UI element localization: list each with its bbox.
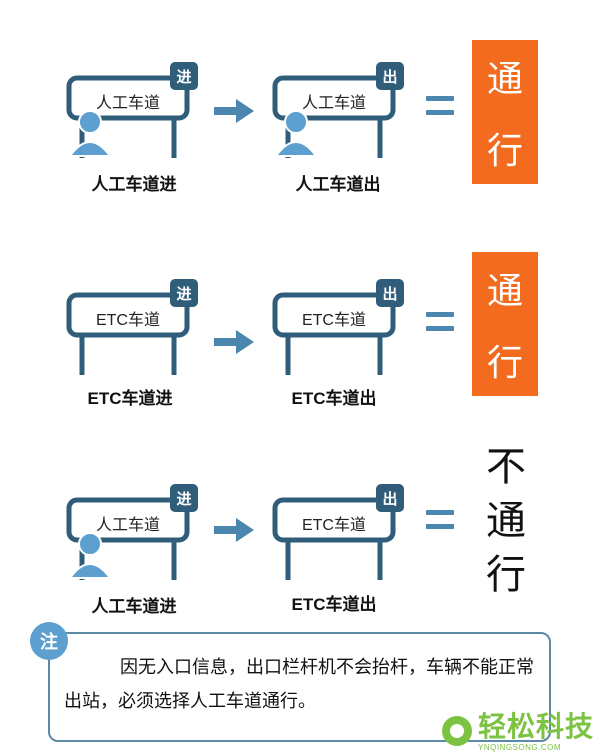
watermark: 轻松科技 YNQINGSONG.COM xyxy=(404,708,594,754)
equals-icon xyxy=(426,510,454,538)
result-no-pass: 不 通 行 xyxy=(476,440,536,602)
person-icon xyxy=(274,110,318,157)
entry-badge: 进 xyxy=(170,484,198,512)
arrow-right-icon xyxy=(214,518,254,542)
result-char: 不 xyxy=(486,445,526,489)
sign-frame-icon xyxy=(66,497,190,580)
exit-caption: 人工车道出 xyxy=(295,175,381,194)
exit-badge: 出 xyxy=(376,279,404,307)
entry-caption: 人工车道进 xyxy=(91,597,177,616)
entry-badge: 进 xyxy=(170,279,198,307)
arrow-right-icon xyxy=(214,330,254,354)
result-char: 通 xyxy=(486,58,523,99)
entry-caption: 人工车道进 xyxy=(91,175,177,194)
sign-label: 人工车道 xyxy=(95,517,160,534)
exit-sign: 人工车道 出 xyxy=(272,62,408,190)
watermark-text: 轻松科技 xyxy=(477,710,594,742)
sign-frame-icon xyxy=(66,75,190,158)
sign-label: ETC车道 xyxy=(301,517,366,534)
sign-label: 人工车道 xyxy=(95,95,160,112)
entry-sign: 人工车道 进 xyxy=(66,62,202,190)
watermark-sub: YNQINGSONG.COM xyxy=(477,742,561,752)
sign-frame-icon xyxy=(66,292,190,375)
entry-sign: ETC车道 进 xyxy=(66,279,202,407)
result-pass: 通 行 xyxy=(472,252,538,396)
exit-caption: ETC车道出 xyxy=(291,595,377,614)
exit-badge: 出 xyxy=(376,62,404,90)
exit-sign: ETC车道 出 xyxy=(272,484,408,612)
result-pass: 通 行 xyxy=(472,40,538,184)
note-badge: 注 xyxy=(30,622,68,660)
result-char: 行 xyxy=(486,553,526,597)
equals-icon xyxy=(426,96,454,124)
person-icon xyxy=(68,532,112,579)
entry-sign: 人工车道 进 xyxy=(66,484,202,612)
entry-caption: ETC车道进 xyxy=(87,389,173,408)
result-char: 行 xyxy=(486,342,523,383)
result-char: 行 xyxy=(486,130,523,171)
exit-badge: 出 xyxy=(376,484,404,512)
exit-sign: ETC车道 出 xyxy=(272,279,408,407)
sign-label: ETC车道 xyxy=(95,312,160,329)
leaf-logo-icon xyxy=(441,716,472,746)
equals-icon xyxy=(426,312,454,340)
entry-badge: 进 xyxy=(170,62,198,90)
arrow-right-icon xyxy=(214,99,254,123)
person-icon xyxy=(68,110,112,157)
sign-frame-icon xyxy=(272,497,396,580)
sign-label: 人工车道 xyxy=(301,95,366,112)
result-char: 通 xyxy=(486,499,526,543)
exit-caption: ETC车道出 xyxy=(291,389,377,408)
sign-label: ETC车道 xyxy=(301,312,366,329)
note-text: 因无入口信息，出口栏杆机不会抬杆，车辆不能正常出站，必须选择人工车道通行。 xyxy=(64,657,534,711)
result-char: 通 xyxy=(486,270,523,311)
sign-frame-icon xyxy=(272,292,396,375)
